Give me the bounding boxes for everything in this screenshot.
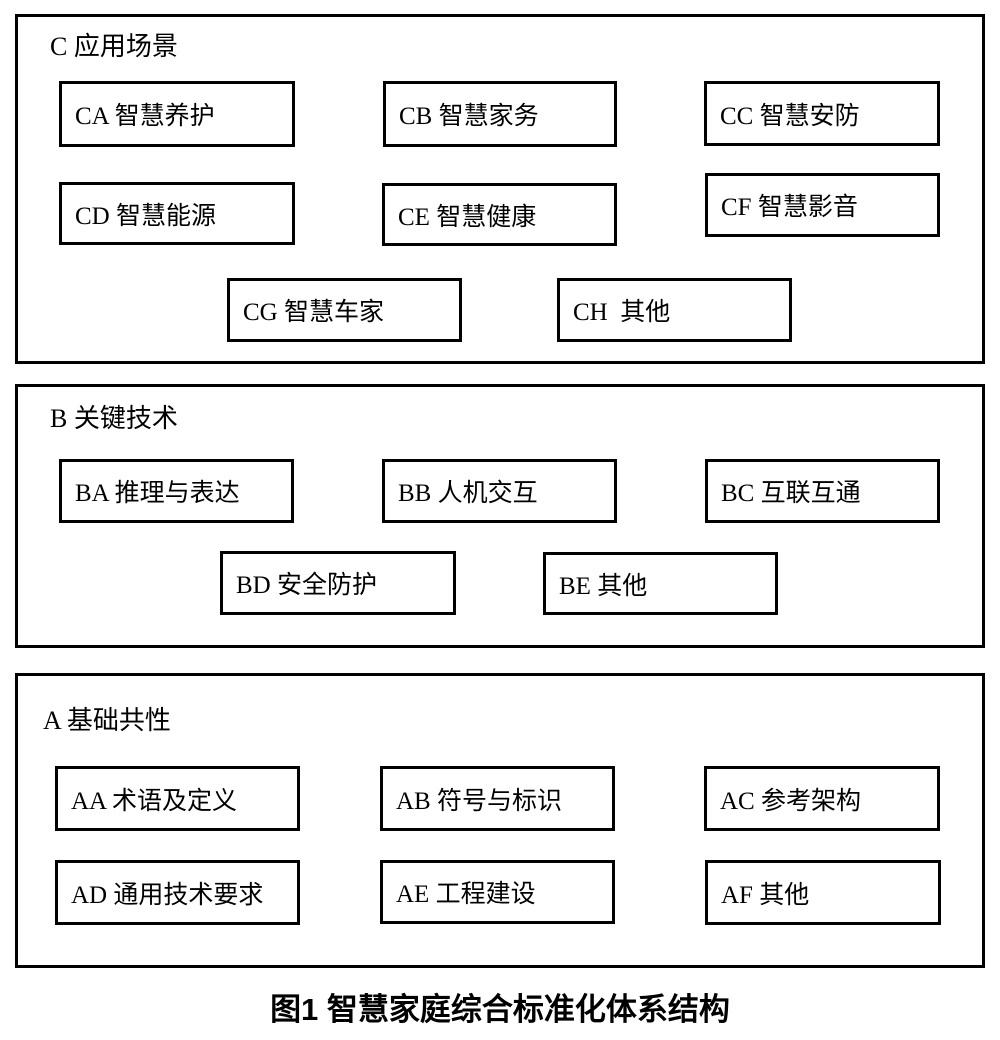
box-cd: CD 智慧能源 [59,182,295,245]
box-be: BE 其他 [543,552,778,615]
box-cg: CG 智慧车家 [227,278,462,342]
box-ab: AB 符号与标识 [380,766,615,831]
box-ad: AD 通用技术要求 [55,860,300,925]
box-ba: BA 推理与表达 [59,459,294,523]
section-a-title: A 基础共性 [43,706,171,735]
section-b-key-technologies: B 关键技术 BA 推理与表达 BB 人机交互 BC 互联互通 BD 安全防护 … [15,384,985,648]
box-aa: AA 术语及定义 [55,766,300,831]
box-af: AF 其他 [705,860,941,925]
section-b-title: B 关键技术 [50,404,178,433]
box-ce: CE 智慧健康 [382,183,617,246]
box-ca: CA 智慧养护 [59,81,295,147]
figure-caption: 图1 智慧家庭综合标准化体系结构 [270,992,730,1027]
section-a-basic-commonality: A 基础共性 AA 术语及定义 AB 符号与标识 AC 参考架构 AD 通用技术… [15,673,985,968]
box-cf: CF 智慧影音 [705,173,940,237]
section-c-application-scenarios: C 应用场景 CA 智慧养护 CB 智慧家务 CC 智慧安防 CD 智慧能源 C… [15,14,985,364]
box-ae: AE 工程建设 [380,860,615,924]
box-bd: BD 安全防护 [220,551,456,615]
box-cb: CB 智慧家务 [383,81,617,147]
box-ac: AC 参考架构 [704,766,940,831]
section-c-title: C 应用场景 [50,32,178,61]
box-bc: BC 互联互通 [705,459,940,523]
box-bb: BB 人机交互 [382,459,617,523]
box-cc: CC 智慧安防 [704,81,940,146]
box-ch: CH 其他 [557,278,792,342]
